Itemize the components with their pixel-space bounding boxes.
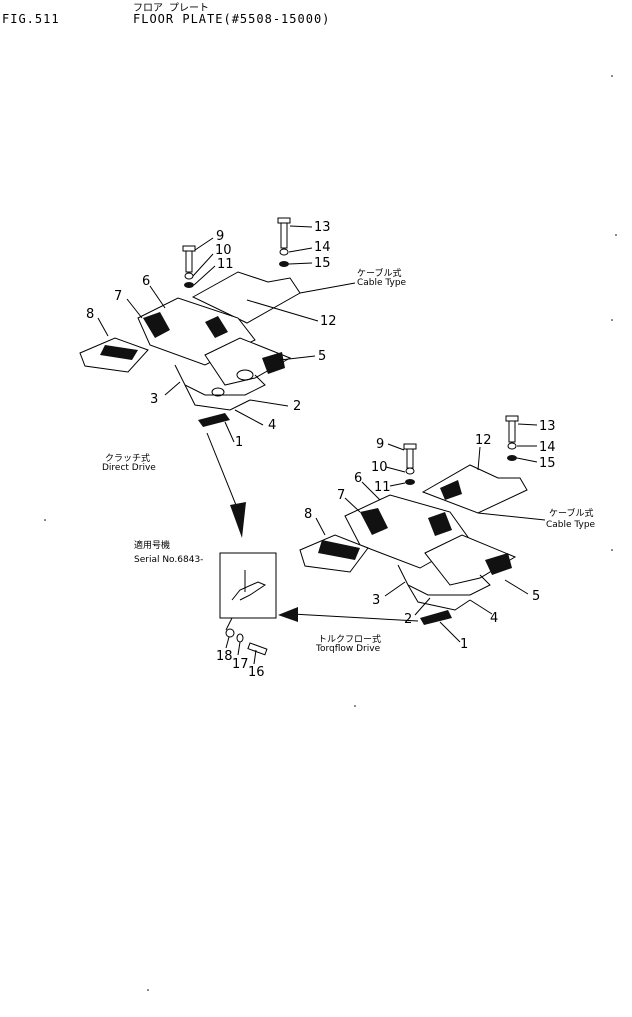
cable-type-right: Cable Type: [546, 520, 596, 530]
detail-callouts: 適用号機 Serial No.6843- 18 17 16: [134, 539, 265, 680]
callout-11: 11: [217, 257, 234, 272]
callout-7-right: 7: [337, 488, 345, 503]
callout-4-right: 4: [490, 611, 498, 626]
detail-box: [219, 552, 277, 619]
right-assembly: [278, 415, 546, 643]
callout-18: 18: [216, 649, 233, 664]
cable-type-jp-right: ケーブル式: [549, 507, 593, 519]
cable-type-left: Cable Type: [357, 278, 407, 288]
torqflow-drive-label: Torqflow Drive: [315, 644, 381, 654]
callout-15: 15: [314, 256, 331, 271]
callout-1-right: 1: [460, 637, 468, 652]
right-callouts: 9 10 11 13 14 15 12 6 7 8 3 2 4 5 1 ケーブル…: [304, 419, 596, 654]
serial-label: Serial No.6843-: [134, 555, 203, 565]
callout-16: 16: [248, 665, 265, 680]
figure-title-japanese: フロア プレート: [133, 3, 210, 14]
callout-1: 1: [235, 435, 243, 450]
figure-title: FLOOR PLATE(#5508-15000): [133, 12, 331, 26]
right-plate-1: [420, 610, 452, 625]
callout-6: 6: [142, 274, 150, 289]
callout-9-right: 9: [376, 437, 384, 452]
callout-3: 3: [150, 392, 158, 407]
callout-7: 7: [114, 289, 122, 304]
callout-9: 9: [216, 229, 224, 244]
callout-14: 14: [314, 240, 331, 255]
torqflow-drive-jp: トルクフロー式: [318, 633, 381, 645]
callout-6-right: 6: [354, 471, 362, 486]
figure-number: FIG.511: [2, 12, 60, 26]
direct-drive-label: Direct Drive: [102, 463, 156, 473]
left-plate-1: [198, 413, 230, 427]
callout-12: 12: [320, 314, 337, 329]
serial-detail: [219, 552, 277, 665]
callout-17: 17: [232, 657, 249, 672]
cable-type-jp-left: ケーブル式: [357, 267, 401, 279]
callout-5: 5: [318, 349, 326, 364]
direct-drive-jp: クラッチ式: [105, 452, 150, 464]
callout-13-right: 13: [539, 419, 556, 434]
callout-10-right: 10: [371, 460, 388, 475]
callout-14-right: 14: [539, 440, 556, 455]
callout-12-right: 12: [475, 433, 492, 448]
left-callouts: 9 10 11 13 14 15 6 7 8 12 5 3 2 4 1 ケーブル…: [86, 220, 407, 473]
callout-10: 10: [215, 243, 232, 258]
serial-jp: 適用号機: [134, 539, 170, 551]
callout-4: 4: [268, 418, 276, 433]
callout-5-right: 5: [532, 589, 540, 604]
right-cable-plate: [421, 464, 528, 514]
callout-13: 13: [314, 220, 331, 235]
left-cable-plate: [191, 271, 301, 324]
callout-2: 2: [293, 399, 301, 414]
callout-11-right: 11: [374, 480, 391, 495]
callout-8: 8: [86, 307, 94, 322]
callout-2-right: 2: [404, 612, 412, 627]
left-assembly: [79, 217, 356, 538]
callout-15-right: 15: [539, 456, 556, 471]
callout-3-right: 3: [372, 593, 380, 608]
callout-8-right: 8: [304, 507, 312, 522]
